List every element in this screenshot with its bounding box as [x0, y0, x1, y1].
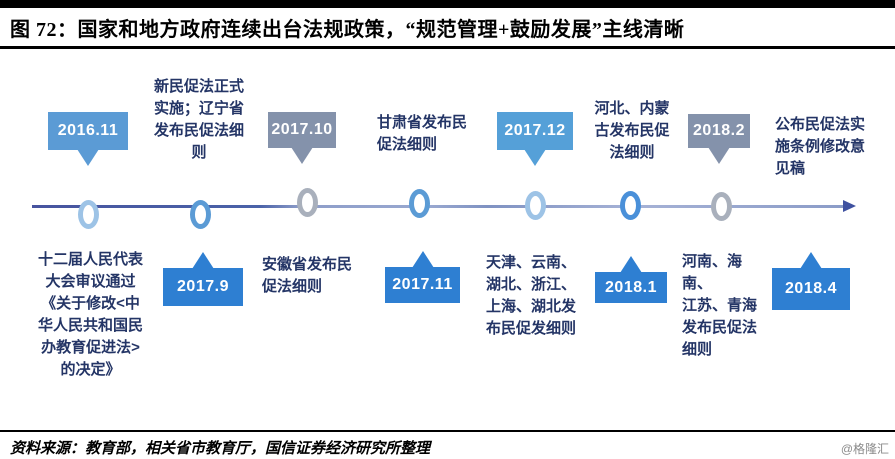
date-label: 2018.4 [785, 280, 837, 297]
callout-pointer-up [411, 251, 434, 268]
callout-pointer-down [77, 149, 99, 166]
event-description-2018-4: 公布民促法实 施条例修改意 见稿 [775, 116, 866, 177]
timeline-node-2018-1 [620, 191, 641, 220]
title-divider [0, 46, 895, 49]
date-callout-2017-9: 2017.9 [163, 252, 243, 306]
event-description-2017-11: 甘肃省发布民 促法细则 [377, 114, 468, 153]
event-description-2018-1: 河北、内蒙 古发布民促 法细则 [594, 100, 670, 161]
timeline-arrow-icon [843, 200, 856, 212]
date-label: 2017.10 [271, 121, 333, 138]
date-label: 2016.11 [57, 122, 119, 139]
date-callout-2018-1: 2018.1 [595, 256, 667, 303]
callout-pointer-down [708, 147, 730, 164]
timeline-node-2017-11 [409, 189, 430, 218]
timeline-node-2017-10 [297, 188, 318, 217]
date-callout-2018-2: 2018.2 [688, 114, 750, 164]
source-note: 资料来源：教育部，相关省市教育厅，国信证券经济研究所整理 [10, 441, 431, 457]
date-callout-2017-11: 2017.11 [385, 251, 460, 303]
date-callout-2017-12: 2017.12 [497, 112, 573, 166]
date-label: 2017.9 [177, 278, 229, 295]
event-description-2018-2: 河南、海南、 江苏、青海 发布民促法 细则 [682, 253, 758, 358]
callout-pointer-up [192, 252, 214, 269]
date-callout-2016-11: 2016.11 [48, 112, 128, 166]
callout-pointer-up [800, 252, 822, 269]
callout-pointer-down [291, 147, 313, 164]
figure-title: 图 72：国家和地方政府连续出台法规政策，“规范管理+鼓励发展”主线清晰 [10, 19, 685, 41]
event-description-2017-10: 安徽省发布民 促法细则 [262, 256, 353, 295]
date-label: 2017.12 [504, 122, 566, 139]
timeline-node-2017-12 [525, 191, 546, 220]
timeline-node-2017-9 [190, 200, 211, 229]
date-label: 2018.2 [693, 122, 745, 139]
date-callout-2018-4: 2018.4 [772, 252, 850, 310]
date-label: 2017.11 [392, 276, 453, 293]
top-border-bar [0, 0, 895, 8]
timeline-node-2018-2 [711, 192, 732, 221]
event-description-2016-11: 十二届人民代表 大会审议通过 《关于修改<中 华人民共和国民 办教育促进法> 的… [37, 251, 143, 378]
event-description-2017-9: 新民促法正式 实施；辽宁省 发布民促法细 则 [153, 78, 244, 161]
date-callout-2017-10: 2017.10 [268, 112, 336, 164]
event-description-2017-12: 天津、云南、 湖北、浙江、 上海、湖北发 布民促发细则 [486, 254, 577, 337]
watermark: @格隆汇 [840, 442, 889, 456]
timeline-axis [32, 205, 844, 208]
callout-pointer-up [620, 256, 642, 273]
timeline-node-2016-11 [78, 200, 99, 229]
callout-pointer-down [524, 149, 546, 166]
date-label: 2018.1 [605, 278, 657, 296]
footer-divider [0, 430, 895, 432]
